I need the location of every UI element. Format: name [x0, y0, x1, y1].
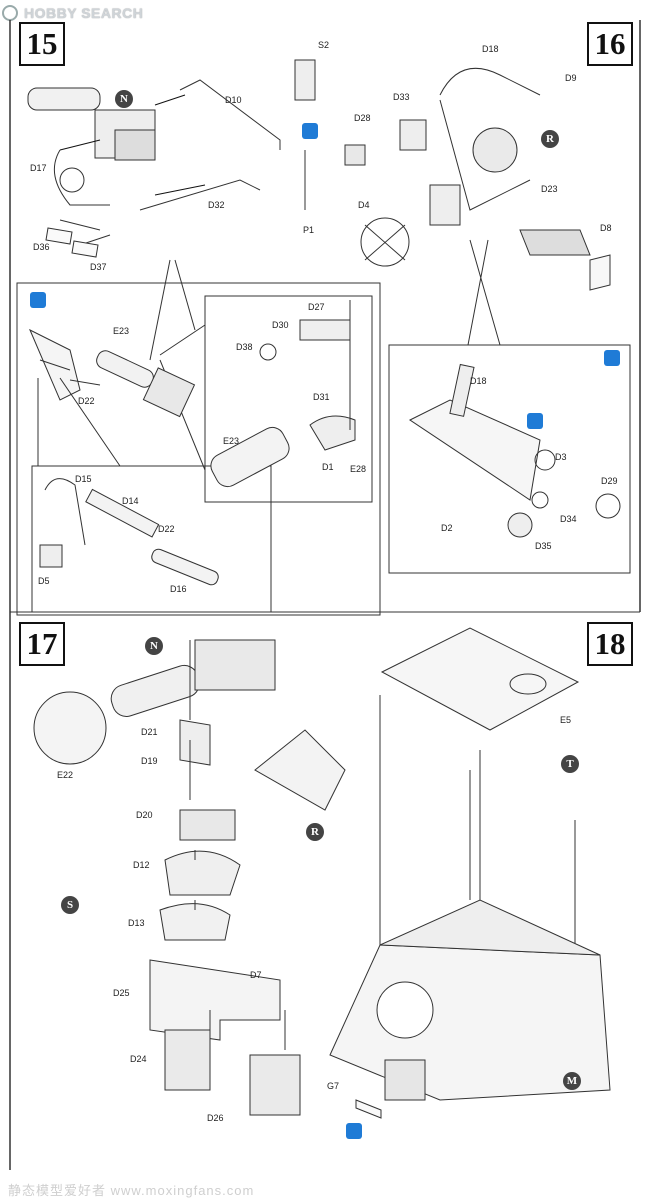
option-icon-step16-detail [527, 413, 543, 429]
step17-gun-mount [33, 639, 346, 1116]
marker-S-step17: S [61, 896, 79, 914]
part-label-D3: D3 [555, 452, 567, 462]
step-number-17: 17 [19, 622, 65, 666]
glue-icon-step16 [302, 123, 318, 139]
part-label-D10: D10 [225, 95, 242, 105]
part-label-D31: D31 [313, 392, 330, 402]
marker-T-step18: T [561, 755, 579, 773]
part-label-D21: D21 [141, 727, 158, 737]
step15-gun-assembly [27, 79, 281, 258]
part-label-D23: D23 [541, 184, 558, 194]
part-label-D32: D32 [208, 200, 225, 210]
step-number-15: 15 [19, 22, 65, 66]
cement-icon-step15-detail [30, 292, 46, 308]
part-label-D38: D38 [236, 342, 253, 352]
watermark-brand: HOBBY SEARCH [24, 5, 144, 21]
part-label-D22b: D22 [158, 524, 175, 534]
part-label-E5: E5 [560, 715, 572, 725]
step18-turret [329, 627, 611, 1119]
step16-elevation-assembly [294, 59, 611, 291]
part-label-D5: D5 [38, 576, 50, 586]
marker-R-step17: R [306, 823, 324, 841]
part-label-D34: D34 [560, 514, 577, 524]
footer-watermark: 静态模型爱好者 www.moxingfans.com [8, 1183, 255, 1198]
part-label-D13: D13 [128, 918, 145, 928]
part-label-D33: D33 [393, 92, 410, 102]
part-label-D8: D8 [600, 223, 612, 233]
part-label-D37: D37 [90, 262, 107, 272]
part-label-D30: D30 [272, 320, 289, 330]
step-number-18: 18 [587, 622, 633, 666]
part-label-D1: D1 [322, 462, 334, 472]
part-label-E22: E22 [57, 770, 74, 780]
step15-breech-detail [210, 300, 356, 488]
part-label-D29: D29 [601, 476, 618, 486]
step-number-16: 16 [587, 22, 633, 66]
step16-detail [409, 363, 621, 538]
part-label-E23a: E23 [113, 326, 130, 336]
part-label-D2: D2 [441, 523, 453, 533]
part-label-D15: D15 [75, 474, 92, 484]
cement-icon-step16-detail [604, 350, 620, 366]
part-label-D20: D20 [136, 810, 153, 820]
part-label-D18b: D18 [470, 376, 487, 386]
part-label-D24: D24 [130, 1054, 147, 1064]
marker-R-step16: R [541, 130, 559, 148]
step15-barrel-detail [29, 328, 196, 418]
marker-N-step17: N [145, 637, 163, 655]
part-label-D4: D4 [358, 200, 370, 210]
part-label-D36: D36 [33, 242, 50, 252]
part-label-P1: P1 [303, 225, 315, 235]
marker-M-step18: M [563, 1072, 581, 1090]
part-label-D26: D26 [207, 1113, 224, 1123]
part-label-D19: D19 [141, 756, 158, 766]
marker-N-step15: N [115, 90, 133, 108]
part-label-D17: D17 [30, 163, 47, 173]
part-label-D14: D14 [122, 496, 139, 506]
part-label-D12: D12 [133, 860, 150, 870]
part-label-D16: D16 [170, 584, 187, 594]
part-label-E23b: E23 [223, 436, 240, 446]
part-label-D18a: D18 [482, 44, 499, 54]
part-label-D27: D27 [308, 302, 325, 312]
part-label-D35: D35 [535, 541, 552, 551]
part-label-S2: S2 [318, 40, 330, 50]
part-label-G7: G7 [327, 1081, 340, 1091]
part-label-D25: D25 [113, 988, 130, 998]
part-label-E28: E28 [350, 464, 367, 474]
part-label-D7: D7 [250, 970, 262, 980]
part-label-D9: D9 [565, 73, 577, 83]
step15-lower-detail [39, 478, 219, 586]
part-label-D22a: D22 [78, 396, 95, 406]
glue-icon-step18 [346, 1123, 362, 1139]
part-label-D28: D28 [354, 113, 371, 123]
